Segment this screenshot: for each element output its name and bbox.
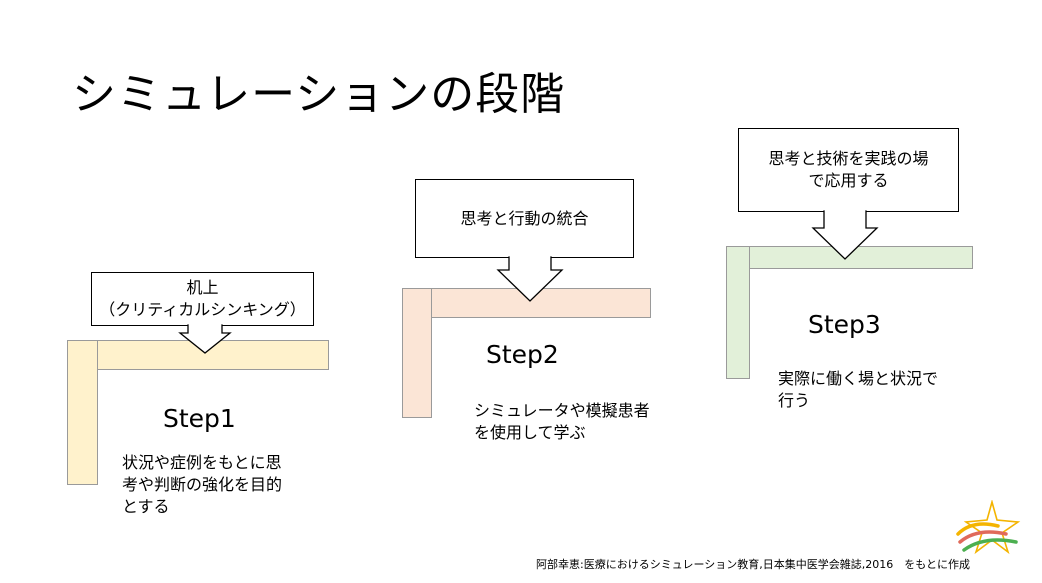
step-2-callout: 思考と行動の統合 (415, 179, 634, 258)
step-1-description: 状況や症例をもとに思 考や判断の強化を目的 とする (122, 452, 282, 518)
step-2-ledge-vertical (402, 288, 432, 418)
step-2-down-arrow-icon (496, 256, 564, 302)
source-citation: 阿部幸恵:医療におけるシミュレーション教育,日本集中医学会雑誌,2016 をもと… (536, 558, 971, 571)
step-1-callout: 机上 （クリティカルシンキング） (91, 272, 314, 326)
step-2-description-line-1: シミュレータや模擬患者 (474, 401, 650, 420)
step-3-description-line-2: 行う (778, 391, 811, 410)
step-2-description: シミュレータや模擬患者 を使用して学ぶ (474, 400, 650, 444)
step-2-description-line-2: を使用して学ぶ (474, 423, 586, 442)
step-3-down-arrow-icon (811, 210, 879, 260)
step-1-description-line-3: とする (122, 497, 170, 516)
step-1-ledge-vertical (67, 340, 98, 485)
step-3-description: 実際に働く場と状況で 行う (778, 368, 938, 412)
step-3-callout-line-1: 思考と技術を実践の場 (768, 149, 929, 168)
page-title: シミュレーションの段階 (72, 69, 566, 120)
step-1-down-arrow-icon (178, 324, 232, 354)
step-3-callout: 思考と技術を実践の場 で応用する (738, 128, 959, 212)
step-3-callout-line-2: で応用する (808, 171, 889, 190)
step-1-callout-line-1: 机上 (186, 278, 219, 297)
step-2-label: Step2 (486, 340, 559, 369)
step-1-label: Step1 (163, 404, 236, 433)
step-3-ledge-vertical (726, 246, 750, 379)
step-2-callout-line-1: 思考と行動の統合 (460, 208, 589, 228)
star-logo-icon (956, 500, 1021, 555)
step-3-label: Step3 (808, 310, 881, 339)
step-3-description-line-1: 実際に働く場と状況で (778, 369, 939, 388)
step-1-description-line-1: 状況や症例をもとに思 (122, 453, 282, 472)
step-1-callout-line-2: （クリティカルシンキング） (99, 300, 306, 319)
step-1-description-line-2: 考や判断の強化を目的 (122, 475, 283, 494)
